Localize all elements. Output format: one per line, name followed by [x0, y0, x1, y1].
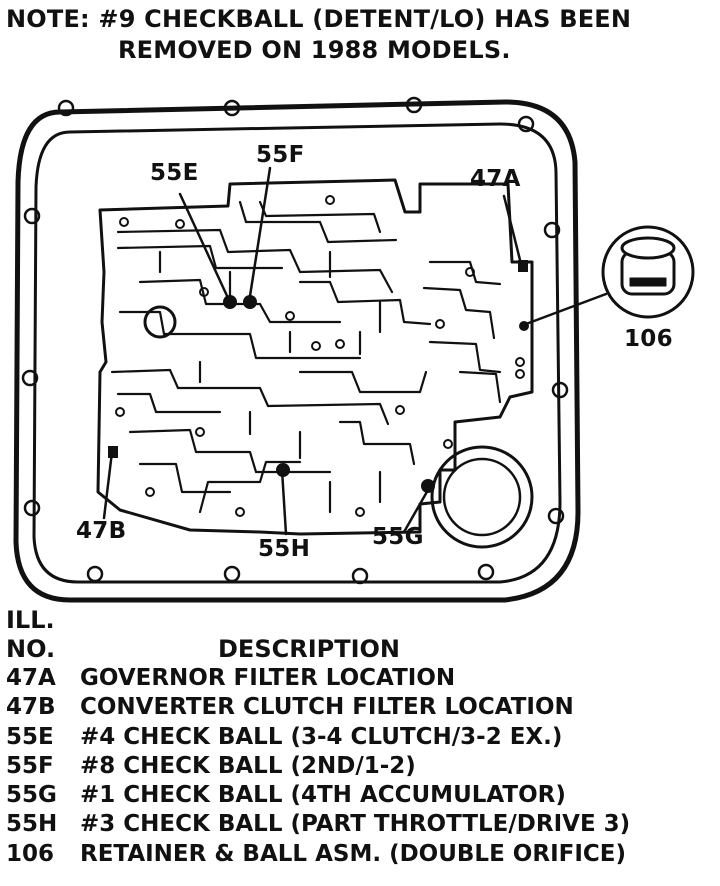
callout-55E: 55E	[150, 160, 199, 186]
callout-47B: 47B	[76, 518, 127, 544]
check-ball-55E	[223, 295, 237, 309]
legend-row: 106 RETAINER & BALL ASM. (DOUBLE ORIFICE)	[6, 840, 720, 869]
legend-row-no: 55H	[6, 811, 58, 838]
legend-header-ill: ILL.	[6, 606, 55, 634]
legend-row: 47A GOVERNOR FILTER LOCATION	[6, 664, 720, 693]
pan-gasket-outer	[13, 99, 581, 603]
check-ball-markers	[108, 260, 529, 493]
legend-row-no: 106	[6, 840, 55, 867]
legend-row-text: GOVERNOR FILTER LOCATION	[80, 665, 456, 691]
legend-row-no: 55G	[6, 782, 57, 809]
legend: ILL. NO. DESCRIPTION 47A GOVERNOR FILTER …	[6, 606, 720, 869]
legend-row-no: 47B	[6, 694, 56, 721]
legend-row-text: #4 CHECK BALL (3-4 CLUTCH/3-2 EX.)	[80, 723, 563, 750]
retainer-106-marker	[519, 321, 529, 331]
legend-row-text: CONVERTER CLUTCH FILTER LOCATION	[80, 694, 574, 721]
fluid-passages	[110, 200, 502, 514]
callout-47A: 47A	[470, 166, 521, 192]
check-ball-55G	[421, 479, 435, 493]
check-ball-55F	[243, 295, 257, 309]
accumulator-bore-outer	[430, 445, 534, 549]
legend-row: 47B CONVERTER CLUTCH FILTER LOCATION	[6, 693, 720, 722]
legend-row: 55H #3 CHECK BALL (PART THROTTLE/DRIVE 3)	[6, 810, 720, 839]
valve-body-drawing	[13, 96, 695, 603]
accumulator-bore-inner	[442, 457, 522, 537]
check-ball-55H	[276, 463, 290, 477]
legend-row: 55F #8 CHECK BALL (2ND/1-2)	[6, 752, 720, 781]
legend-row-no: 55F	[6, 752, 54, 779]
legend-header-description: DESCRIPTION	[218, 635, 401, 663]
legend-header-no: NO.	[6, 635, 56, 663]
legend-row-no: 47A	[6, 665, 56, 691]
filter-47A	[518, 260, 528, 272]
note-line-2: REMOVED ON 1988 MODELS.	[118, 36, 511, 64]
callout-55G: 55G	[372, 524, 424, 550]
retainer-inset-circle	[601, 225, 695, 319]
valve-body-diagram: 55E 55F 47A 106 47B 55H 55G	[0, 72, 720, 612]
note-text: NOTE: #9 CHECKBALL (DETENT/LO) HAS BEEN …	[6, 4, 718, 66]
legend-row-text: RETAINER & BALL ASM. (DOUBLE ORIFICE)	[80, 840, 627, 867]
note-line-1: NOTE: #9 CHECKBALL (DETENT/LO) HAS BEEN	[6, 5, 632, 33]
legend-row-text: #8 CHECK BALL (2ND/1-2)	[80, 752, 416, 779]
callout-55F: 55F	[256, 142, 305, 168]
legend-row: 55E #4 CHECK BALL (3-4 CLUTCH/3-2 EX.)	[6, 723, 720, 752]
port-holes	[115, 195, 525, 517]
pan-gasket-inner	[32, 122, 562, 584]
callout-55H: 55H	[258, 536, 311, 562]
bolt-holes	[21, 96, 569, 585]
legend-row-no: 55E	[6, 723, 54, 750]
leader-lines	[102, 166, 608, 536]
legend-row-text: #3 CHECK BALL (PART THROTTLE/DRIVE 3)	[80, 811, 631, 838]
filter-47B	[108, 446, 118, 458]
legend-row: 55G #1 CHECK BALL (4TH ACCUMULATOR)	[6, 781, 720, 810]
callout-106: 106	[624, 326, 673, 352]
legend-header-row: NO. DESCRIPTION	[6, 634, 720, 664]
legend-row-text: #1 CHECK BALL (4TH ACCUMULATOR)	[80, 782, 566, 809]
